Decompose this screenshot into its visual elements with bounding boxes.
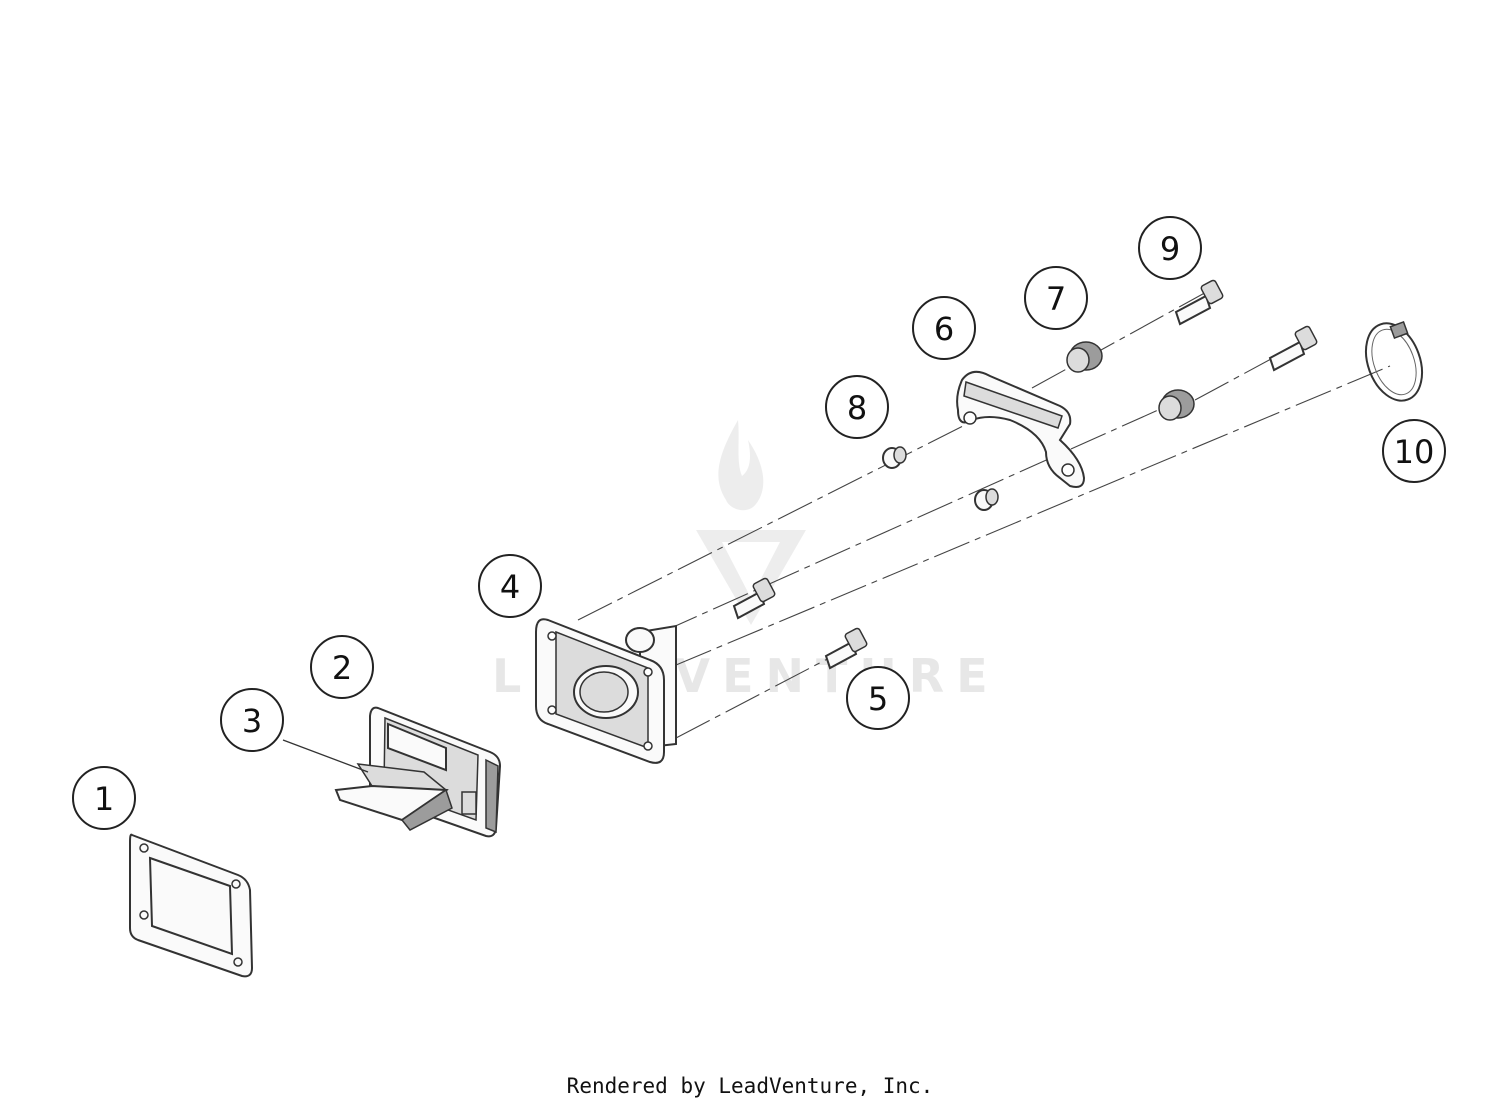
callout-7: 7 [1024,266,1088,330]
part-9-bolt-lower [1268,325,1318,372]
callout-9: 9 [1138,216,1202,280]
callout-1: 1 [72,766,136,830]
part-8-washer-lower [974,488,999,511]
assembly-centerlines [577,289,1391,739]
part-8-washer-upper [882,446,907,469]
svg-text:6: 6 [934,310,954,348]
callout-4: 4 [478,554,542,618]
svg-text:5: 5 [868,680,888,718]
part-6-mounting-bracket [956,370,1086,488]
callout-5: 5 [846,666,910,730]
callout-10: 10 [1382,419,1446,483]
rendered-by-footer: Rendered by LeadVenture, Inc. [566,1074,934,1098]
svg-text:9: 9 [1160,230,1180,268]
callout-3: 3 [220,688,284,752]
svg-text:3: 3 [242,702,262,740]
part-3-reed-petals [334,763,453,831]
leader-3 [282,739,369,773]
svg-text:10: 10 [1394,433,1435,471]
callout-2: 2 [310,635,374,699]
part-4-intake-manifold [535,618,677,764]
part-9-bolt-upper [1174,279,1224,326]
part-5-bolt-upper [732,577,776,620]
part-1-gasket [129,833,254,978]
part-7-bushing-lower [1158,389,1195,421]
callout-8: 8 [825,375,889,439]
svg-text:8: 8 [847,389,867,427]
part-5-bolt-lower [824,627,868,670]
part-10-hose-clamp [1364,321,1424,402]
svg-text:1: 1 [94,780,114,818]
svg-text:2: 2 [332,649,352,687]
svg-text:7: 7 [1046,280,1066,318]
callout-6: 6 [912,296,976,360]
part-7-bushing-upper [1066,341,1103,373]
svg-text:4: 4 [500,568,520,606]
